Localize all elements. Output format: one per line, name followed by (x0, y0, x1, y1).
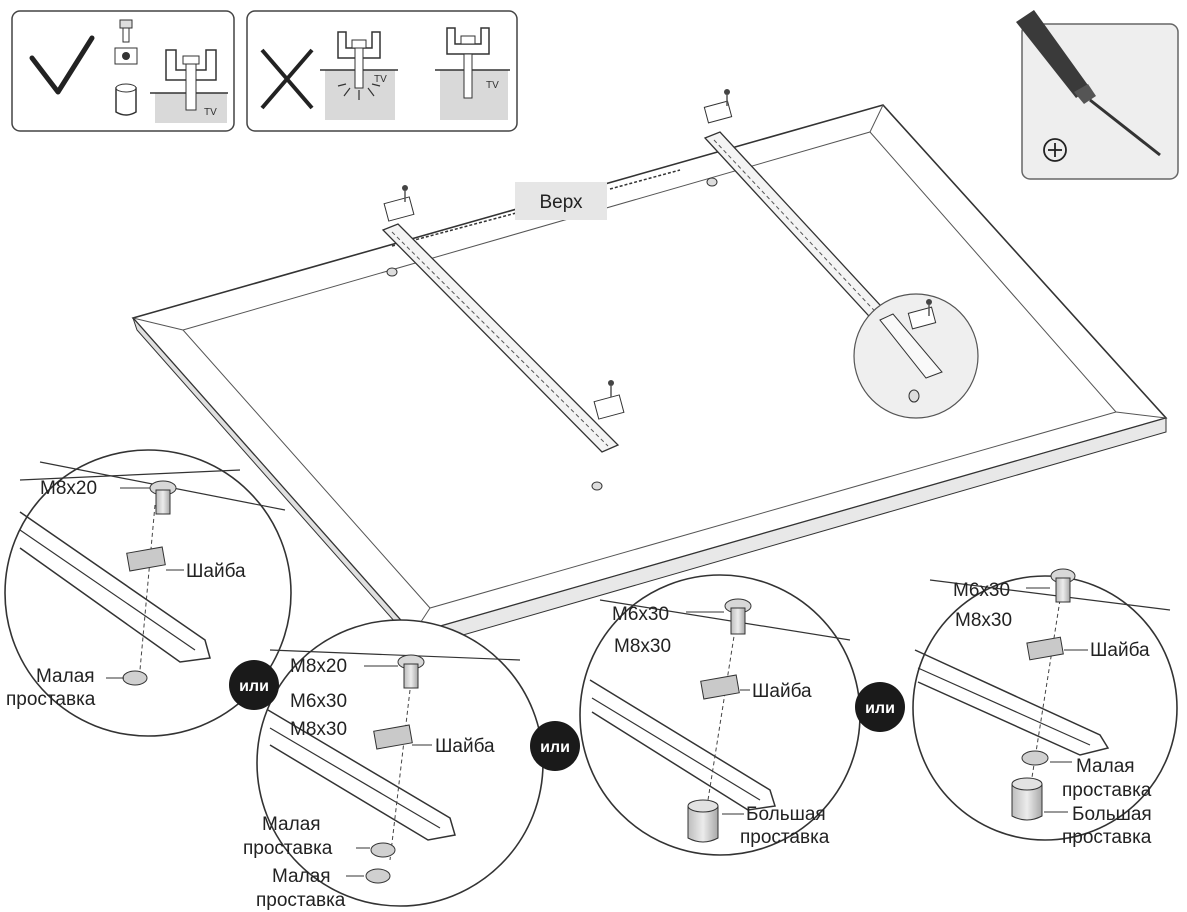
detail-4-spacer-0-line-1: проставка (1062, 780, 1152, 801)
phillips-symbol (1043, 138, 1067, 162)
detail-2-spacer-0-line-1: проставка (243, 838, 333, 859)
detail-1-spacer-0-line-0: Малая (36, 666, 95, 687)
detail-circle-1 (4, 449, 292, 737)
detail-2-screw-1: M6x30 (290, 691, 347, 712)
detail-4-screw-1: M8x30 (955, 610, 1012, 631)
detail-circle-2 (256, 619, 544, 907)
check-mark-icon (29, 35, 95, 95)
legend-wrong-box: TV TV (246, 10, 518, 132)
detail-1-washer: Шайба (186, 561, 246, 582)
bolt (724, 598, 752, 635)
screwdriver-box (1016, 10, 1179, 180)
or-badge-1: или (229, 660, 279, 710)
detail-3-washer: Шайба (752, 681, 812, 702)
or-label: или (239, 678, 269, 695)
detail-4-washer: Шайба (1090, 640, 1150, 661)
detail-2-screw-0: M8x20 (290, 656, 347, 677)
detail-1-screw-0: M8x20 (40, 478, 97, 499)
bracket-short-screw-icon: TV (320, 31, 398, 120)
detail-circle-4 (912, 568, 1178, 841)
top-label: Верх (539, 192, 583, 213)
screw-stack-icon (114, 19, 138, 116)
detail-2-spacer-1-line-0: Малая (272, 866, 331, 887)
left-bracket-rail (381, 184, 625, 491)
bolt (397, 654, 425, 689)
or-label: или (865, 700, 895, 717)
bracket-tv-icon: TV (150, 49, 228, 123)
detail-2-spacer-1-line-1: проставка (256, 890, 346, 911)
detail-4-spacer-1-line-0: Большая (1072, 804, 1152, 825)
or-badge-3: или (855, 682, 905, 732)
phillips-screwdriver-icon (1016, 10, 1161, 157)
detail-3-screw-1: M8x30 (614, 636, 671, 657)
tv-mark: TV (486, 80, 499, 91)
detail-2-washer: Шайба (435, 736, 495, 757)
tv-mark: TV (374, 74, 387, 85)
legend-correct-box: TV (11, 10, 235, 132)
bolt (1050, 568, 1076, 603)
detail-4-spacer-0-line-0: Малая (1076, 756, 1135, 777)
detail-2-screw-2: M8x30 (290, 719, 347, 740)
tv-mark: TV (204, 107, 217, 118)
top-label-box: Верх (515, 182, 607, 220)
detail-1-spacer-0-line-1: проставка (6, 689, 96, 710)
detail-4-screw-0: M6x30 (953, 580, 1010, 601)
or-badge-2: или (530, 721, 580, 771)
tv-back-panel (131, 104, 1168, 649)
detail-4-spacer-1-line-1: проставка (1062, 827, 1152, 848)
detail-2-spacer-0-line-0: Малая (262, 814, 321, 835)
detail-3-spacer-0-line-0: Большая (746, 804, 826, 825)
zoom-callout-circle (853, 293, 979, 419)
cross-mark-icon (260, 48, 314, 110)
detail-3-screw-0: M6x30 (612, 604, 669, 625)
detail-3-spacer-0-line-1: проставка (740, 827, 830, 848)
or-label: или (540, 739, 570, 756)
bolt (149, 480, 177, 515)
bracket-long-gap-icon: TV (435, 27, 510, 120)
